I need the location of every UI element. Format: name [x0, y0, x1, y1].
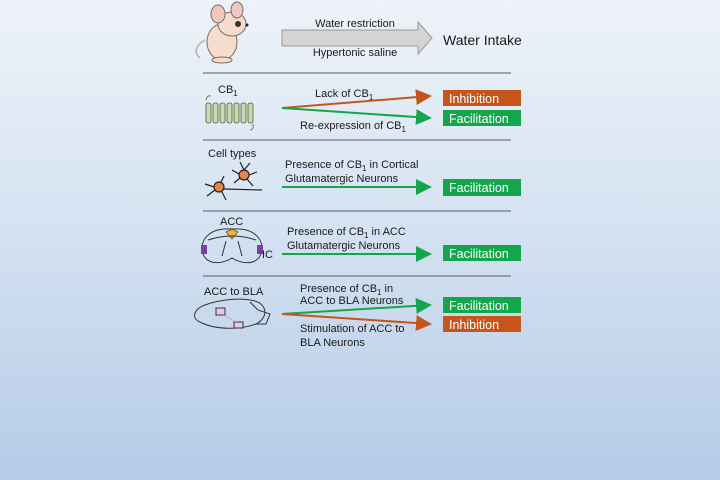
- acc-glutamatergic-label: Glutamatergic Neurons: [287, 240, 401, 252]
- cb1-label: CB1: [218, 84, 238, 98]
- inhibition-badge: Inhibition: [443, 90, 521, 106]
- svg-text:Inhibition: Inhibition: [449, 318, 499, 332]
- stimulation-arrow: [281, 313, 432, 332]
- svg-text:Facilitation: Facilitation: [449, 181, 509, 195]
- svg-text:Facilitation: Facilitation: [449, 112, 509, 126]
- acc-bla-presence-label: Presence of CB1 in: [300, 283, 393, 297]
- svg-text:Inhibition: Inhibition: [449, 92, 499, 106]
- svg-text:Facilitation: Facilitation: [449, 299, 509, 313]
- hypertonic-saline-label: Hypertonic saline: [313, 47, 397, 59]
- treatment-arrow: [281, 20, 433, 56]
- neurons-icon: [204, 161, 263, 201]
- acc-presence-label: Presence of CB1 in ACC: [287, 226, 406, 240]
- acc-bla-neurons-label: ACC to BLA Neurons: [300, 295, 404, 307]
- facilitation-badge: Facilitation: [443, 245, 521, 261]
- sagittal-brain-icon: [194, 298, 271, 329]
- stimulation-label: Stimulation of ACC to: [300, 323, 405, 335]
- cortical-glutamatergic-label: Glutamatergic Neurons: [285, 173, 399, 185]
- facilitation-badge: Facilitation: [443, 179, 521, 196]
- acc-to-bla-label: ACC to BLA: [204, 286, 264, 298]
- coronal-brain-icon: [201, 228, 263, 264]
- bla-neurons-label: BLA Neurons: [300, 337, 365, 349]
- mouse-icon: [195, 1, 249, 64]
- cb1-receptor-icon: [205, 95, 254, 131]
- inhibition-badge: Inhibition: [443, 316, 521, 332]
- facilitation-badge: Facilitation: [443, 297, 521, 313]
- lack-of-cb1-label: Lack of CB1: [315, 88, 374, 102]
- water-intake-label: Water Intake: [443, 32, 522, 48]
- water-restriction-label: Water restriction: [315, 18, 395, 30]
- ic-label: IC: [262, 249, 273, 261]
- presence-arrow: [281, 297, 432, 315]
- cortical-presence-label: Presence of CB1 in Cortical: [285, 159, 418, 173]
- acc-label: ACC: [220, 216, 243, 228]
- cell-types-label: Cell types: [208, 148, 257, 160]
- reexpression-label: Re-expression of CB1: [300, 120, 407, 134]
- svg-text:Facilitation: Facilitation: [449, 247, 509, 261]
- lack-arrow: [281, 89, 432, 109]
- facilitation-badge: Facilitation: [443, 110, 521, 126]
- reexpression-arrow: [281, 107, 432, 126]
